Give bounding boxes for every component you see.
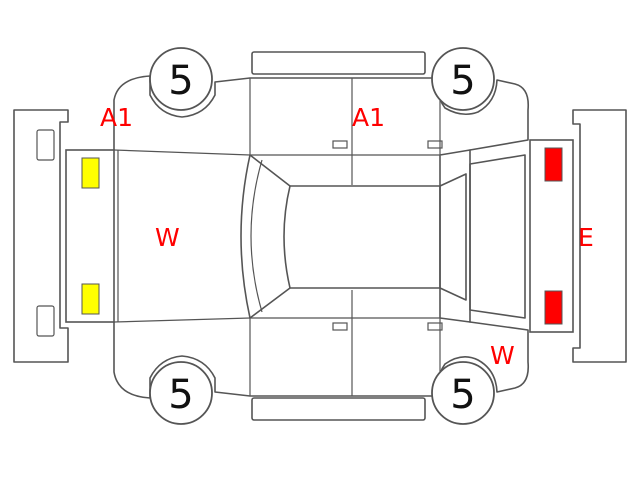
tire-rear-right-value: 5 [450,372,475,418]
tire-front-left: 5 [149,47,213,111]
mark-w-hood: W [155,223,180,252]
tire-rear-left-value: 5 [450,58,475,104]
side-sills [251,51,426,421]
tire-front-right-value: 5 [168,372,193,418]
rear-lamp-upper [544,147,563,182]
rear-lamp-lower [544,290,563,325]
tire-rear-left: 5 [431,47,495,111]
tire-rear-right: 5 [431,361,495,425]
tire-front-right: 5 [149,361,213,425]
front-bumper [13,109,69,363]
mark-e-rear: E [578,223,594,252]
mark-a1-front-fender: A1 [100,103,133,132]
front-lamp-panel [65,149,115,323]
mark-w-rear-fender: W [490,341,515,370]
front-lamp-upper [81,157,100,189]
mark-a1-roof: A1 [352,103,385,132]
front-lamp-lower [81,283,100,315]
tire-front-left-value: 5 [168,58,193,104]
rear-bumper [529,109,627,363]
